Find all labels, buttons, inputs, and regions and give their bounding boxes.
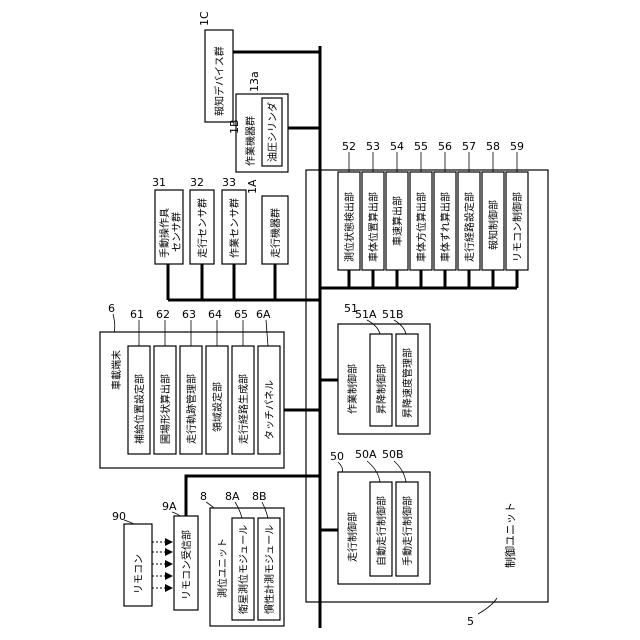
control-unit-label: 制御ユニット [503, 502, 517, 568]
wireless-links [152, 542, 172, 588]
cylinder-label: 油圧シリンダ [266, 102, 279, 162]
remote-receiver-ref: 9A [162, 500, 177, 513]
travel-control-label: 走行制御部 [346, 512, 359, 562]
function-unit-ref-53: 53 [366, 140, 380, 153]
travel-control-item-label-50A: 自動走行制御部 [375, 496, 388, 566]
leader-50 [338, 462, 343, 472]
function-unit-ref-52: 52 [342, 140, 356, 153]
function-unit-ref-57: 57 [462, 140, 476, 153]
terminal-item-ref-65: 65 [234, 308, 248, 321]
terminal-item-label-65: 走行経路生成部 [237, 374, 250, 444]
work-control-item-ref-51B: 51B [382, 308, 404, 321]
travel-control-item-ref-50B: 50B [382, 448, 404, 461]
terminal-item-label-62: 圃場形状算出部 [159, 374, 172, 444]
function-unit-ref-59: 59 [510, 140, 524, 153]
positioning-label: 測位ユニット [216, 538, 229, 598]
terminal-item-ref-63: 63 [182, 308, 196, 321]
terminal-item-label-64: 領域設定部 [211, 382, 224, 432]
work-devices-ref: 1B [228, 119, 241, 134]
leader-5 [478, 598, 497, 614]
work-control-item-label-51A: 昇降制御部 [375, 364, 388, 414]
sensor-label-32: 走行センサ群 [196, 198, 209, 258]
travel-devices-label: 走行機器群 [269, 208, 282, 258]
terminal-item-ref-6A: 6A [256, 308, 271, 321]
function-unit-label-59: リモコン制御部 [511, 192, 524, 262]
sensor-label-31: 手動操作具 [158, 208, 171, 258]
terminal-item-ref-64: 64 [208, 308, 222, 321]
sensor-label-33: 作業センサ群 [228, 198, 241, 258]
function-unit-ref-56: 56 [438, 140, 452, 153]
function-unit-label-54: 車速算出部 [391, 196, 404, 246]
function-unit-ref-55: 55 [414, 140, 428, 153]
function-unit-ref-58: 58 [486, 140, 500, 153]
notification-devices-ref: 1C [198, 11, 211, 26]
terminal-item-ref-61: 61 [130, 308, 144, 321]
terminal-item-label-61: 補給位置設定部 [133, 374, 146, 444]
leader-6 [113, 314, 115, 332]
function-unit-ref-54: 54 [390, 140, 404, 153]
sensor-label-31b: センサ群 [170, 212, 183, 252]
travel-control-ref: 50 [330, 450, 344, 463]
function-unit-label-52: 測位状態検出部 [343, 192, 356, 262]
function-unit-label-56: 車体ずれ算出部 [439, 192, 452, 262]
travel-devices-ref: 1A [246, 179, 259, 194]
positioning-ref: 8 [200, 490, 207, 503]
cylinder-ref: 13a [248, 71, 261, 92]
leader-8 [206, 502, 214, 508]
function-unit-label-57: 走行経路設定部 [463, 192, 476, 262]
work-control-item-ref-51A: 51A [355, 308, 377, 321]
positioning-item-ref-8A: 8A [225, 490, 240, 503]
travel-control-item-label-50B: 手動走行制御部 [401, 496, 414, 566]
sensor-ref-32: 32 [190, 176, 204, 189]
remote-ref: 90 [112, 510, 126, 523]
sensor-ref-33: 33 [222, 176, 236, 189]
sensor-ref-31: 31 [152, 176, 166, 189]
travel-control-item-ref-50A: 50A [355, 448, 377, 461]
control-unit-ref: 5 [467, 615, 474, 628]
terminal-item-ref-62: 62 [156, 308, 170, 321]
function-unit-label-55: 車体方位算出部 [415, 192, 428, 262]
terminal-item-label-6A: タッチパネル [264, 380, 276, 440]
positioning-item-label-8A: 衛星測位モジュール [237, 525, 250, 614]
positioning-item-ref-8B: 8B [252, 490, 267, 503]
work-devices-label: 作業機器群 [244, 116, 257, 166]
positioning-item-label-8B: 慣性計測モジュール [263, 525, 276, 614]
terminal-label: 車載端末 [110, 350, 123, 390]
function-units: 測位状態検出部 52 車体位置算出部 53 車速算出部 54 車体方位算出部 5… [338, 140, 528, 270]
function-unit-label-58: 報知制御部 [487, 200, 500, 250]
work-control-item-label-51B: 昇降速度管理部 [401, 348, 414, 418]
remote-label: リモコン [134, 554, 145, 594]
function-unit-label-53: 車体位置算出部 [367, 192, 380, 262]
terminal-ref: 6 [108, 302, 115, 315]
work-control-label: 作業制御部 [346, 364, 359, 414]
terminal-item-label-63: 走行軌跡管理部 [185, 374, 198, 444]
remote-receiver-label: リモコン受信部 [180, 530, 193, 600]
notification-devices-label: 報知デバイス群 [213, 46, 226, 116]
